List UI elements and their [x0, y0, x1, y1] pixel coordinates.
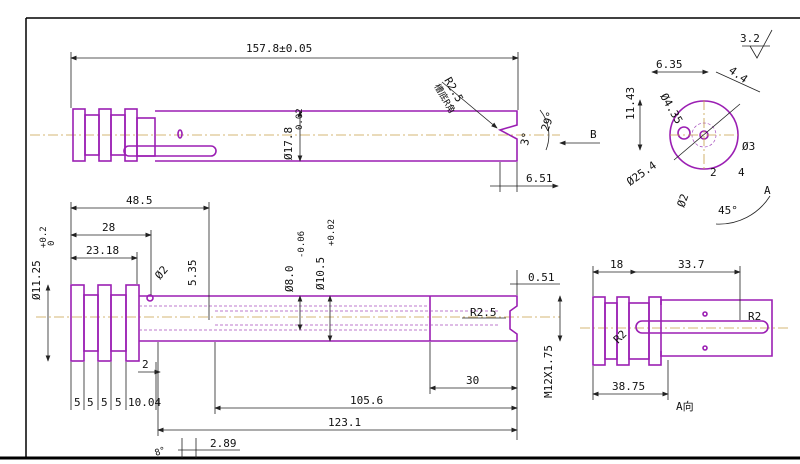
- section-dim-phi4-35: Ø4.35: [657, 91, 685, 126]
- section-view: 6.35 4.4 11.43 Ø4.35 Ø3 Ø25.4 Ø2 2 4 45°…: [624, 58, 771, 225]
- front-dim-2: 2: [142, 358, 149, 371]
- front-dim-phi2: Ø2: [152, 263, 170, 282]
- a-slot: [635, 320, 769, 334]
- front-small-dim: 10.04: [128, 396, 161, 409]
- front-dim-m12: M12X1.75: [542, 345, 555, 398]
- front-dim-phi8: Ø8.0: [283, 266, 296, 293]
- front-dim-zero: 0: [47, 241, 57, 246]
- front-dim-phi11-25: Ø11.25: [30, 260, 43, 300]
- front-small-dim: 5: [115, 396, 122, 409]
- slot-width-dim: 6.51: [526, 172, 553, 185]
- surface-finish-symbol: 3.2: [740, 29, 773, 59]
- section-angle-45: 45°: [718, 204, 738, 217]
- front-dim-angle: 8°: [154, 446, 168, 459]
- front-dim-28: 28: [102, 221, 115, 234]
- top-shaft: [155, 110, 518, 162]
- front-dim-23-18: 23.18: [86, 244, 119, 257]
- section-dim-4-4: 4.4: [726, 64, 750, 86]
- front-dim-phi8-tol: -0.06: [297, 231, 307, 258]
- front-dim-phi11-25-tol: +0.2: [39, 226, 49, 248]
- section-dim-phi2: Ø2: [675, 192, 692, 209]
- front-dim-123-1: 123.1: [328, 416, 361, 429]
- a-dim-18: 18: [610, 258, 623, 271]
- top-angle-3: 3°: [518, 131, 533, 146]
- section-dim-phi3: Ø3: [742, 140, 755, 153]
- top-diameter-tol: 0.02: [295, 108, 305, 130]
- overall-length-dim: 157.8±0.05: [246, 42, 312, 55]
- front-head-flange-3: [125, 284, 140, 362]
- a-dim-r2-right: R2: [748, 310, 761, 323]
- top-angle-29: 29°: [539, 110, 558, 133]
- front-dim-30: 30: [466, 374, 479, 387]
- front-dim-phi10-5: Ø10.5: [314, 257, 327, 290]
- front-dim-r2-5: R2.5: [470, 306, 497, 319]
- surface-finish-value: 3.2: [740, 32, 760, 45]
- sheet-border: [0, 17, 800, 460]
- top-view: 157.8±0.05 R2.5 槽底R角 Ø17.8 0.02 29° 3° B…: [30, 42, 600, 192]
- front-head-flange-2: [97, 284, 112, 362]
- section-label-a: A: [764, 184, 771, 197]
- front-dim-2-89: 2.89: [210, 437, 237, 450]
- a-view: 18 33.7 R2 R2 38.75 A向: [580, 258, 790, 413]
- front-view: 48.5 28 23.18 Ø2 5.35 Ø8.0 -0.06 Ø10.5 +…: [30, 194, 563, 459]
- section-dim-2: 2: [710, 166, 717, 179]
- a-shaft: [660, 299, 773, 357]
- front-dim-48-5: 48.5: [126, 194, 153, 207]
- section-dim-6-35: 6.35: [656, 58, 683, 71]
- section-dim-phi25-4: Ø25.4: [624, 159, 659, 189]
- front-dim-105-6: 105.6: [350, 394, 383, 407]
- top-slot: [123, 145, 217, 157]
- front-small-dim: 5: [101, 396, 108, 409]
- a-dim-38-75: 38.75: [612, 380, 645, 393]
- front-head-flange-1: [70, 284, 85, 362]
- a-view-caption: A向: [676, 399, 694, 413]
- front-dim-0-51: 0.51: [528, 271, 555, 284]
- top-diameter-dim: Ø17.8: [282, 127, 295, 160]
- section-dim-11-43: 11.43: [624, 87, 637, 120]
- a-flange-1: [592, 296, 606, 366]
- a-flange-3: [648, 296, 662, 366]
- a-dim-33-7: 33.7: [678, 258, 705, 271]
- front-small-dim: 5: [87, 396, 94, 409]
- section-hole-left: [677, 126, 691, 140]
- front-shaft: [139, 295, 518, 342]
- view-b-label: B: [590, 128, 597, 141]
- section-dim-4: 4: [738, 166, 745, 179]
- a-dim-r2-left: R2: [611, 328, 630, 347]
- front-small-dim: 5: [74, 396, 81, 409]
- front-hole-phi2: [146, 294, 154, 302]
- top-hole: [177, 129, 183, 139]
- front-dim-phi10-5-tol: +0.02: [327, 219, 337, 246]
- front-dim-5-35: 5.35: [186, 260, 199, 287]
